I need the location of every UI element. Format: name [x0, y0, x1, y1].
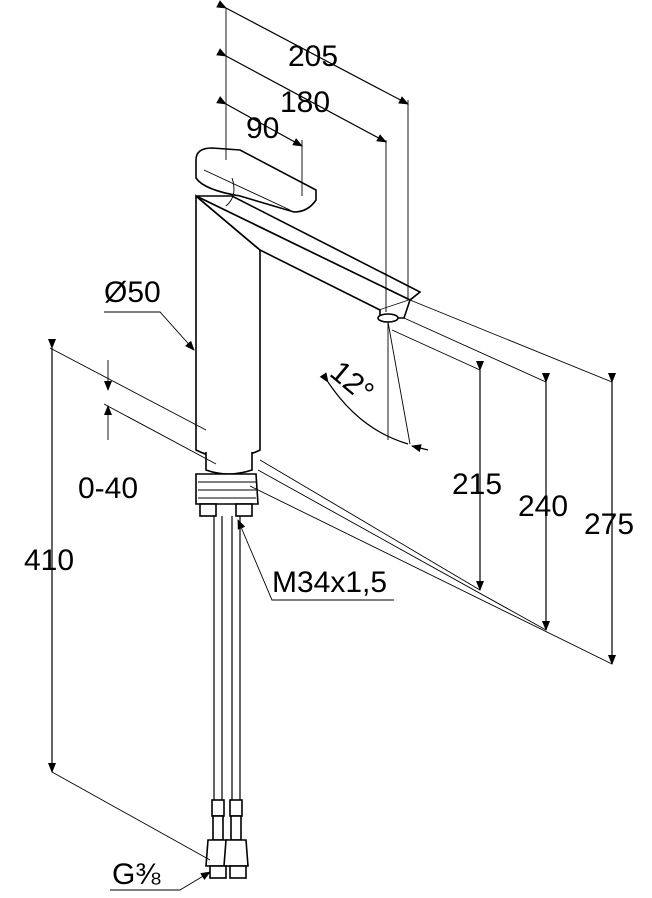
dimension-lines: [48, 0, 616, 891]
dim-215-label: 215: [452, 468, 502, 501]
dim-275-label: 275: [584, 508, 634, 541]
diameter-label: Ø50: [104, 276, 161, 309]
connection-label: G⅜: [112, 858, 161, 891]
thread-label: M34x1,5: [272, 566, 387, 599]
dim-90-label: 90: [246, 112, 279, 145]
dim-240-label: 240: [518, 490, 568, 523]
dim-410-label: 410: [24, 544, 74, 577]
dim-180-label: 180: [280, 86, 330, 119]
adjust-range-label: 0-40: [78, 472, 138, 505]
faucet-body: [195, 147, 422, 517]
angle-label: 12°: [324, 355, 380, 409]
dim-205-label: 205: [288, 40, 338, 73]
supply-hoses: [205, 516, 249, 879]
